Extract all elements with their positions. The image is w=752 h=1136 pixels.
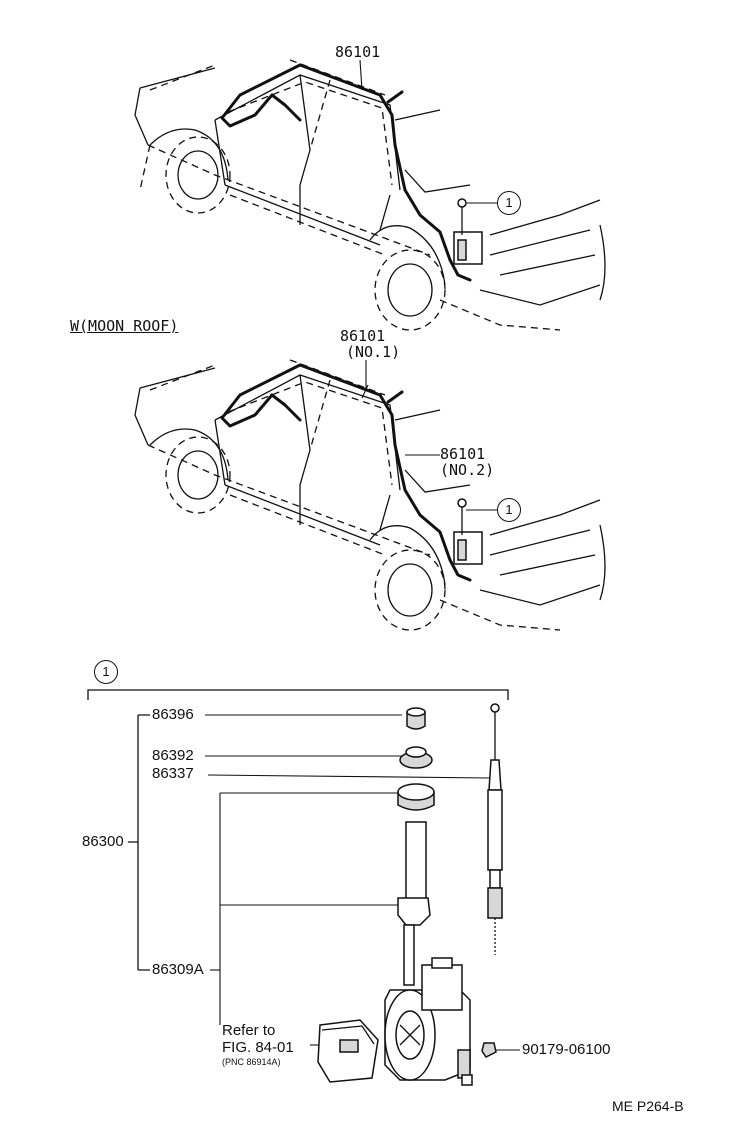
label-mast: 86337 — [152, 765, 194, 782]
refer-figure-text: FIG. 84-01 — [222, 1039, 294, 1056]
label-cable-no2-sub: (NO.2) — [440, 461, 495, 479]
callout-marker-1-breakdown: 1 — [94, 660, 118, 684]
refer-pnc-text: (PNC 86914A) — [222, 1057, 281, 1067]
label-pad: 86392 — [152, 747, 194, 764]
callout-marker-1-mid: 1 — [497, 498, 521, 522]
label-cable-no2-part: 86101 — [440, 445, 486, 463]
car-illustration-standard — [134, 59, 606, 331]
car-illustration-moon-roof — [134, 359, 606, 631]
leader-no1-cable — [361, 384, 369, 399]
label-top-cable: 86101 — [335, 43, 381, 61]
label-antenna-assy: 86300 — [82, 833, 124, 850]
section-heading-moon-roof: W(MOON ROOF) — [70, 317, 179, 335]
leader-top-cable — [359, 59, 363, 91]
label-cap: 86396 — [152, 706, 194, 723]
label-cable-no1-sub: (NO.1) — [346, 343, 401, 361]
refer-to-text: Refer to — [222, 1022, 276, 1039]
label-cable-no1-part: 86101 — [340, 327, 386, 345]
figure-code: ME P264-B — [612, 1098, 684, 1114]
label-motor-assy: 86309A — [152, 961, 204, 978]
parts-breakdown — [87, 689, 520, 1086]
label-screw: 90179-06100 — [522, 1041, 611, 1058]
callout-marker-1-top: 1 — [497, 191, 521, 215]
